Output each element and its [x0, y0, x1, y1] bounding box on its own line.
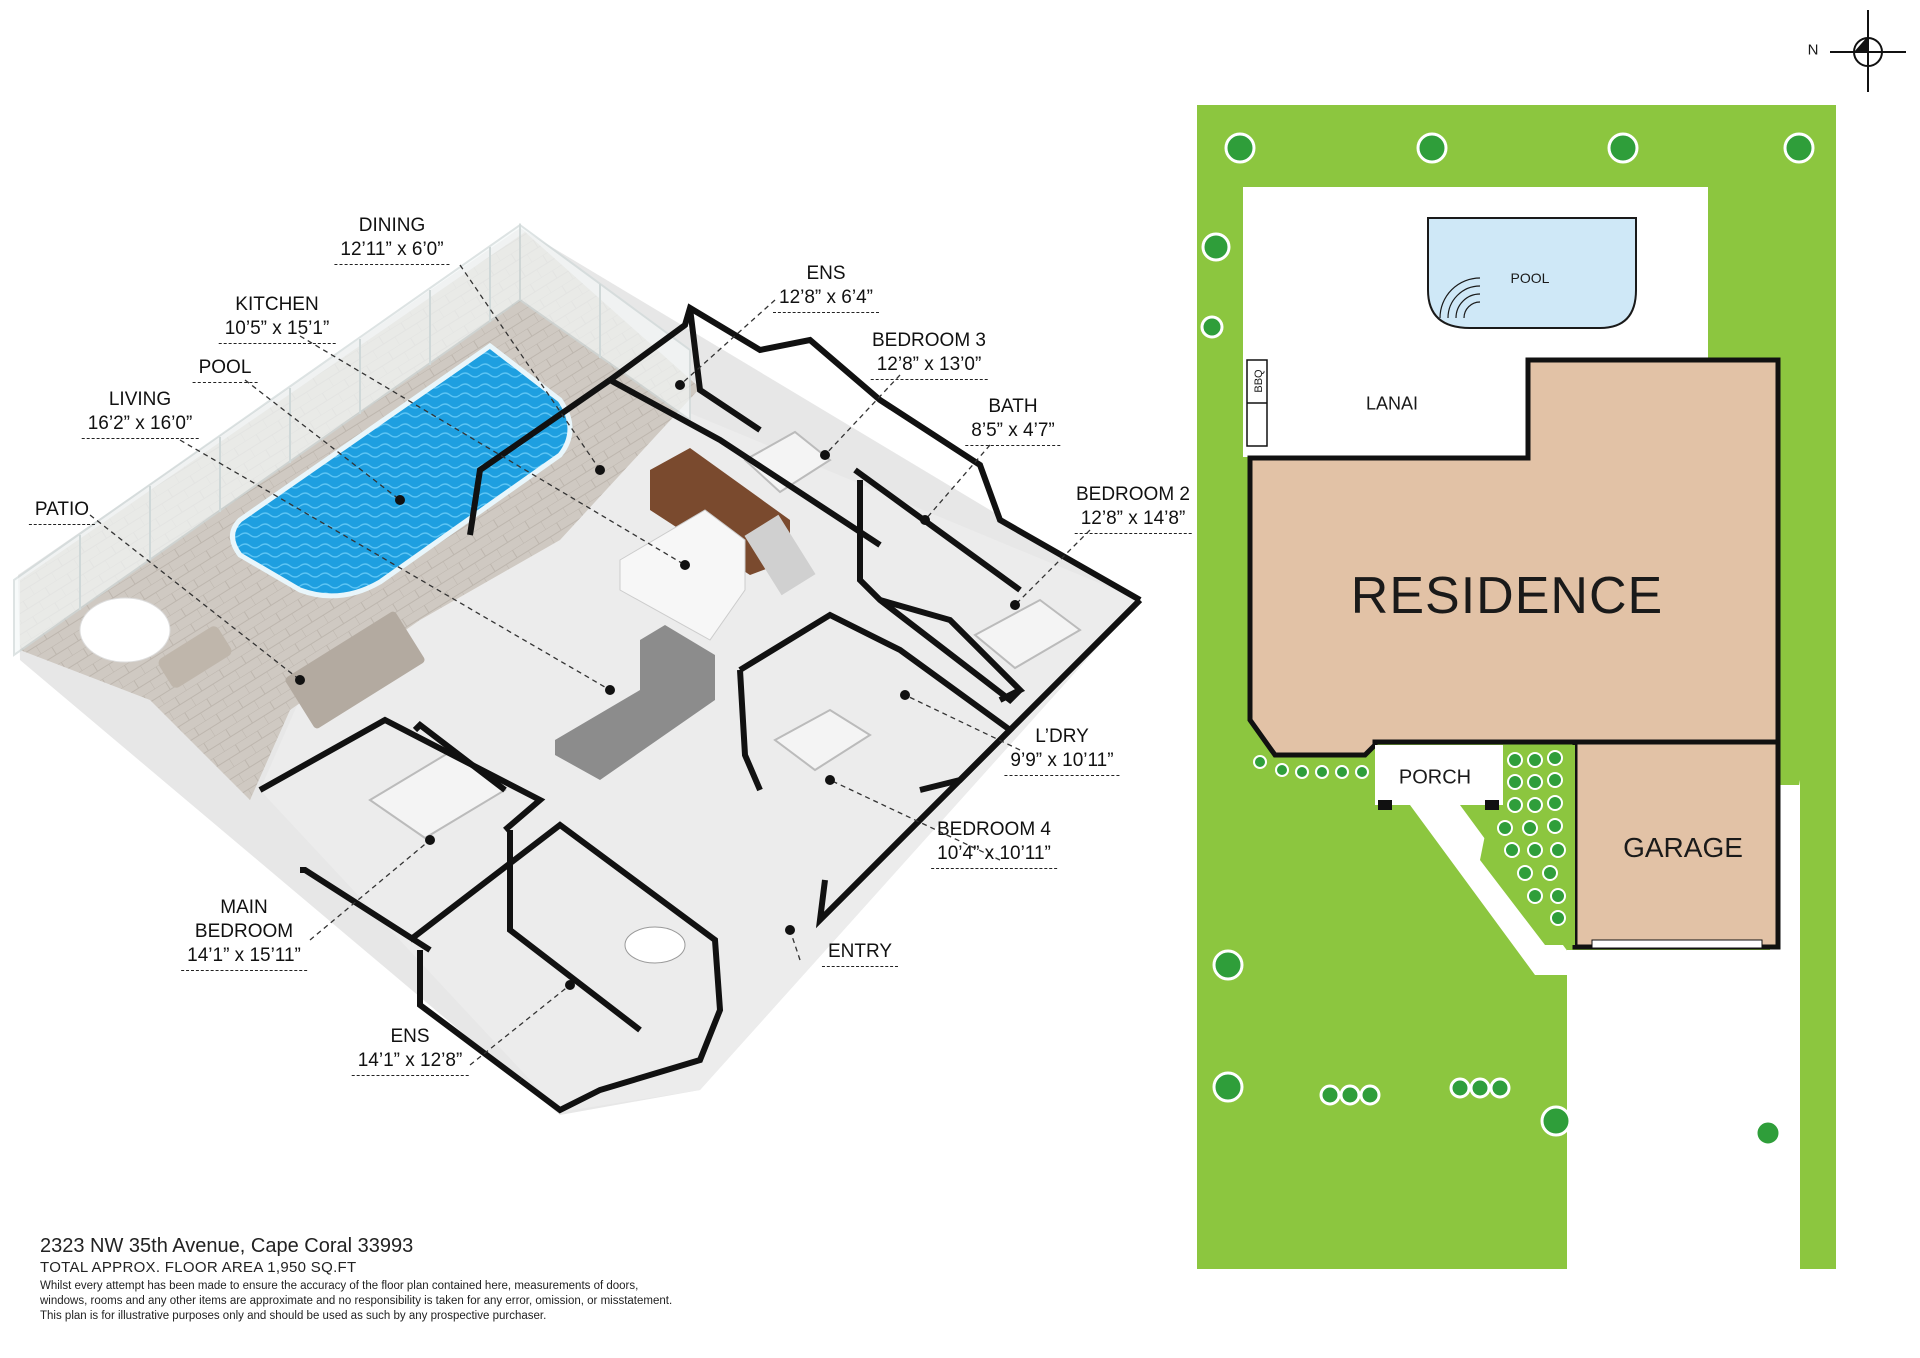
- pool-steps: [1439, 277, 1481, 319]
- room-dimensions: 10’4” x 10’11”: [931, 842, 1057, 869]
- room-label-living: LIVING 16’2” x 16’0”: [81, 388, 199, 439]
- room-name: BEDROOM 4: [936, 819, 1052, 840]
- room-dimensions: 8’5” x 4’7”: [965, 419, 1061, 446]
- total-floor-area: TOTAL APPROX. FLOOR AREA 1,950 SQ.FT: [40, 1259, 357, 1276]
- room-name: ENTRY: [821, 940, 899, 967]
- bbq-label: BBQ: [1253, 369, 1265, 393]
- porch-area: [1375, 745, 1503, 805]
- room-dimensions: 12’11” x 6’0”: [334, 238, 450, 265]
- room-name: KITCHEN: [235, 294, 319, 315]
- room-label-bedroom3: BEDROOM 3 12’8” x 13’0”: [870, 329, 988, 380]
- shrubs: [1253, 750, 1566, 926]
- kitchen-counters: [619, 448, 816, 641]
- room-dimensions: 12’8” x 13’0”: [870, 353, 988, 380]
- living-sofa: [555, 625, 715, 780]
- room-label-dining: DINING 12’11” x 6’0”: [334, 214, 450, 265]
- room-name: BEDROOM 2: [1075, 484, 1191, 505]
- compass-north-label: N: [1807, 41, 1819, 59]
- glass-enclosure: [13, 223, 691, 657]
- room-dimensions: 12’8” x 6’4”: [773, 286, 879, 313]
- room-label-kitchen: KITCHEN 10’5” x 15’1”: [218, 293, 336, 344]
- footer: 2323 NW 35th Avenue, Cape Coral 33993 TO…: [40, 1234, 800, 1324]
- garage-label: GARAGE: [1623, 832, 1743, 863]
- room-label-pool: POOL: [192, 356, 258, 383]
- room-label-main-bedroom: MAIN BEDROOM 14’1” x 15’11”: [181, 872, 307, 995]
- room-name: BEDROOM 3: [871, 330, 987, 351]
- room-label-laundry: L’DRY 9’9” x 10’11”: [1004, 725, 1120, 776]
- disclaimer-text: Whilst every attempt has been made to en…: [40, 1279, 800, 1324]
- room-name: DINING: [358, 215, 426, 236]
- disclaimer-line: This plan is for illustrative purposes o…: [40, 1310, 547, 1322]
- room-label-bedroom4: BEDROOM 4 10’4” x 10’11”: [931, 818, 1057, 869]
- disclaimer-line: windows, rooms and any other items are a…: [40, 1295, 673, 1307]
- room-center-dots: [295, 380, 1020, 990]
- pool-water: [230, 342, 573, 599]
- room-name: LIVING: [108, 389, 172, 410]
- room-name: L’DRY: [1035, 726, 1089, 747]
- room-label-entry: ENTRY: [821, 940, 899, 967]
- property-address: 2323 NW 35th Avenue, Cape Coral 33993: [40, 1235, 414, 1257]
- room-name: POOL: [192, 356, 258, 383]
- room-name: ENS: [806, 263, 846, 284]
- room-label-bedroom2: BEDROOM 2 12’8” x 14’8”: [1074, 483, 1192, 534]
- garage-building: [1572, 739, 1781, 950]
- room-label-ens-upper: ENS 12’8” x 6’4”: [773, 262, 879, 313]
- lanai-lower: [1243, 355, 1528, 457]
- room-dimensions: 9’9” x 10’11”: [1004, 749, 1120, 776]
- site-pool-label: POOL: [1510, 270, 1550, 286]
- residence-building: [1247, 357, 1781, 758]
- patio-furniture: [79, 597, 425, 729]
- compass-icon: [1830, 10, 1906, 92]
- room-name: BATH: [988, 396, 1038, 417]
- room-dimensions: 10’5” x 15’1”: [218, 317, 336, 344]
- room-dimensions: 14’1” x 12’8”: [351, 1049, 469, 1076]
- walls: [258, 303, 1143, 1114]
- room-dimensions: 14’1” x 15’11”: [181, 944, 307, 971]
- site-pool: [1427, 217, 1637, 329]
- porch-label: PORCH: [1398, 766, 1472, 789]
- room-name: MAIN BEDROOM: [194, 897, 294, 942]
- room-label-bath: BATH 8’5” x 4’7”: [965, 395, 1061, 446]
- room-dimensions: 12’8” x 14’8”: [1074, 507, 1192, 534]
- room-label-patio: PATIO: [28, 498, 96, 525]
- bathtub: [624, 926, 686, 964]
- room-name: PATIO: [28, 498, 96, 525]
- trees: [1200, 132, 1815, 1147]
- room-name: ENS: [390, 1026, 430, 1047]
- beds: [368, 430, 1082, 840]
- lanai-label: LANAI: [1365, 393, 1419, 414]
- disclaimer-line: Whilst every attempt has been made to en…: [40, 1280, 639, 1292]
- room-label-ens-lower: ENS 14’1” x 12’8”: [351, 1025, 469, 1076]
- room-dimensions: 16’2” x 16’0”: [81, 412, 199, 439]
- label-leader-lines: [89, 264, 1091, 1066]
- driveway: [1567, 780, 1800, 1269]
- residence-label: RESIDENCE: [1350, 567, 1664, 625]
